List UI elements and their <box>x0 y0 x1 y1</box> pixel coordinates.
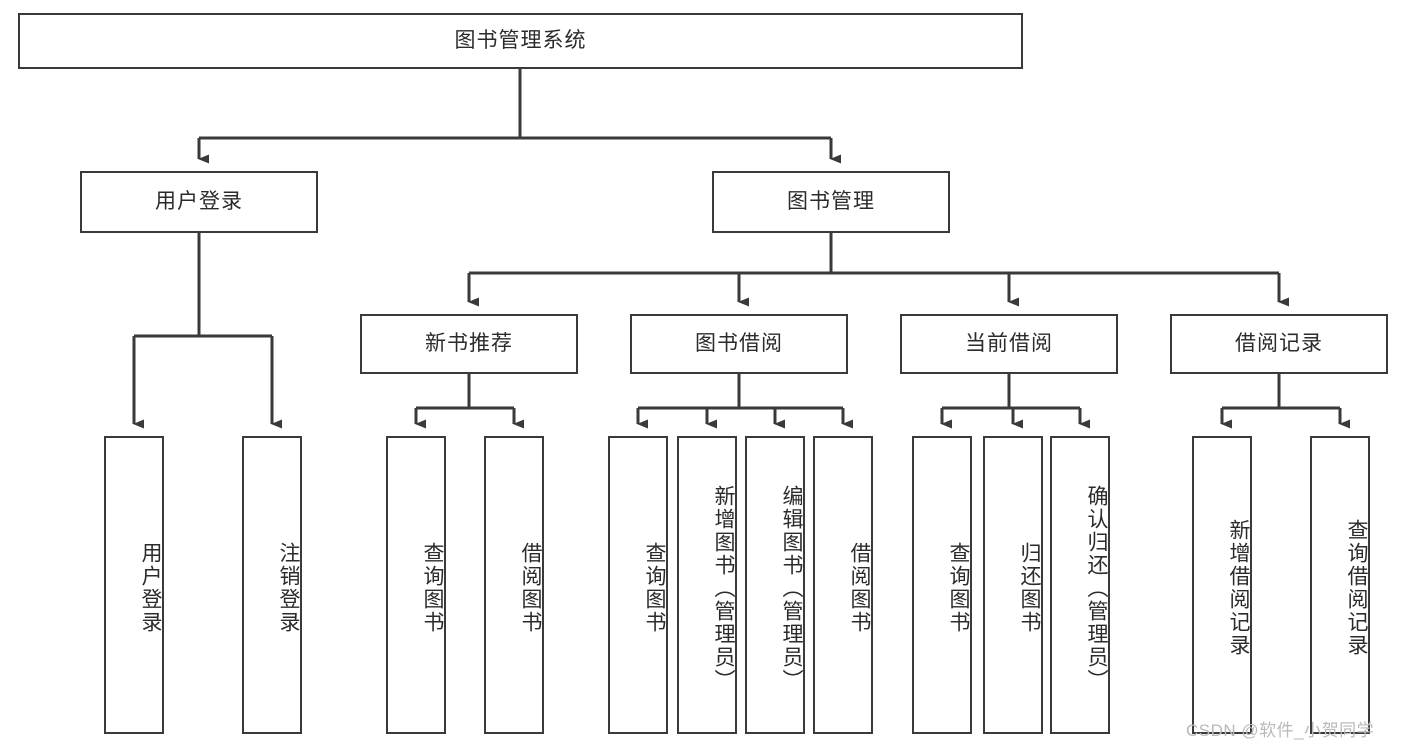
node-book-borrow[interactable]: 图书借阅 <box>630 314 848 374</box>
node-label: 新增借阅记录 <box>1227 519 1250 657</box>
node-label: 查询借阅记录 <box>1345 519 1368 657</box>
node-leaf-query-book-bb[interactable]: 查询图书 <box>608 436 668 734</box>
node-new-book-recommend[interactable]: 新书推荐 <box>360 314 578 374</box>
node-label: 新书推荐 <box>425 331 513 355</box>
node-label: 查询图书 <box>947 542 970 634</box>
node-leaf-borrow-book-nb[interactable]: 借阅图书 <box>484 436 544 734</box>
node-leaf-query-record[interactable]: 查询借阅记录 <box>1310 436 1370 734</box>
node-leaf-add-book[interactable]: 新增图书（管理员） <box>677 436 737 734</box>
watermark-text: CSDN @软件_小贺同学 <box>1186 721 1375 740</box>
node-leaf-edit-book[interactable]: 编辑图书（管理员） <box>745 436 805 734</box>
node-label: 图书管理系统 <box>454 28 587 52</box>
node-leaf-logout-login[interactable]: 注销登录 <box>242 436 302 734</box>
node-leaf-confirm-return[interactable]: 确认归还（管理员） <box>1050 436 1110 734</box>
node-leaf-borrow-book-bb[interactable]: 借阅图书 <box>813 436 873 734</box>
node-leaf-return-book[interactable]: 归还图书 <box>983 436 1043 734</box>
node-current-borrow[interactable]: 当前借阅 <box>900 314 1118 374</box>
node-label: 用户登录 <box>139 542 162 634</box>
node-label: 注销登录 <box>277 542 300 634</box>
node-label: 归还图书 <box>1018 542 1041 634</box>
node-leaf-query-book-nb[interactable]: 查询图书 <box>386 436 446 734</box>
node-leaf-query-book-cb[interactable]: 查询图书 <box>912 436 972 734</box>
node-label: 查询图书 <box>643 542 666 634</box>
node-label: 借阅图书 <box>848 542 871 634</box>
node-label: 查询图书 <box>421 542 444 634</box>
node-root[interactable]: 图书管理系统 <box>18 13 1023 69</box>
node-label: 编辑图书（管理员） <box>780 484 803 692</box>
node-book-management[interactable]: 图书管理 <box>712 171 950 233</box>
node-leaf-add-record[interactable]: 新增借阅记录 <box>1192 436 1252 734</box>
node-leaf-user-login[interactable]: 用户登录 <box>104 436 164 734</box>
node-label: 图书借阅 <box>695 331 783 355</box>
node-user-login[interactable]: 用户登录 <box>80 171 318 233</box>
node-label: 借阅记录 <box>1235 331 1323 355</box>
node-label: 确认归还（管理员） <box>1085 484 1108 692</box>
node-label: 图书管理 <box>787 189 875 213</box>
node-label: 借阅图书 <box>519 542 542 634</box>
node-label: 当前借阅 <box>965 331 1053 355</box>
node-label: 用户登录 <box>155 189 243 213</box>
node-label: 新增图书（管理员） <box>712 484 735 692</box>
node-borrow-record[interactable]: 借阅记录 <box>1170 314 1388 374</box>
